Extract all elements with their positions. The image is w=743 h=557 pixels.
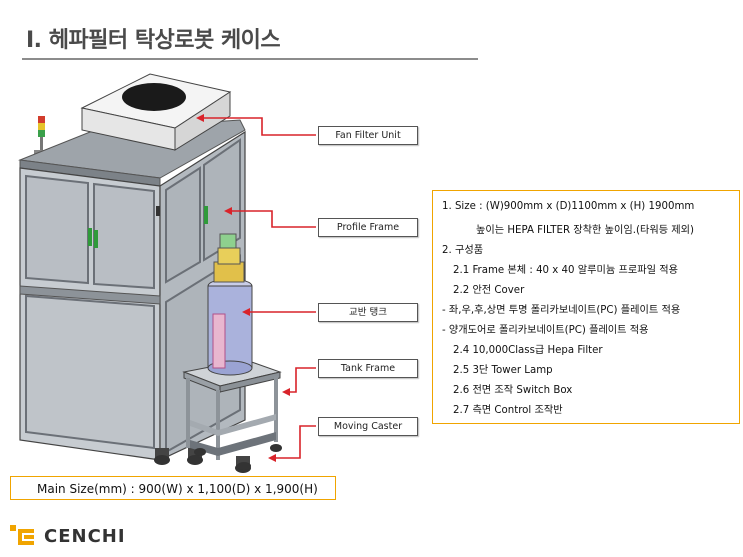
spec-line: 높이는 HEPA FILTER 장착한 높이임.(타워등 제외): [476, 225, 695, 236]
spec-line: 2.6 전면 조작 Switch Box: [453, 385, 573, 396]
spec-line: 2.5 3단 Tower Lamp: [453, 365, 553, 376]
spec-line: 2. 구성품: [442, 245, 484, 256]
page-title: I. 헤파필터 탁상로봇 케이스: [26, 28, 281, 53]
callout-mixing-tank: 교반 탱크: [318, 303, 418, 322]
callout-moving-caster: Moving Caster: [318, 417, 418, 436]
spec-line: 2.4 10,000Class급 Hepa Filter: [453, 345, 603, 356]
cenchi-logo-icon: [10, 525, 34, 545]
title-divider: [22, 58, 478, 60]
spec-line: 1. Size : (W)900mm x (D)1100mm x (H) 190…: [442, 201, 695, 212]
logo-text: CENCHI: [44, 526, 126, 547]
spec-line: 2.2 안전 Cover: [453, 285, 525, 296]
spec-line: - 양개도어로 폴리카보네이트(PC) 플레이트 적용: [442, 325, 649, 336]
callout-arrows: [198, 117, 316, 459]
spec-box: 1. Size : (W)900mm x (D)1100mm x (H) 190…: [432, 190, 740, 424]
main-size-box: Main Size(mm) : 900(W) x 1,100(D) x 1,90…: [10, 476, 336, 500]
callout-tank-frame: Tank Frame: [318, 359, 418, 378]
spec-line: 2.7 측면 Control 조작반: [453, 405, 563, 416]
mixing-tank: [207, 233, 253, 376]
spec-line: 2.1 Frame 본체 : 40 x 40 알루미늄 프로파일 적용: [453, 265, 678, 276]
callout-profile-frame: Profile Frame: [318, 218, 418, 237]
callout-fan-filter-unit: Fan Filter Unit: [318, 126, 418, 145]
spec-line: - 좌,우,후,상면 투명 폴리카보네이트(PC) 플레이트 적용: [442, 305, 681, 316]
